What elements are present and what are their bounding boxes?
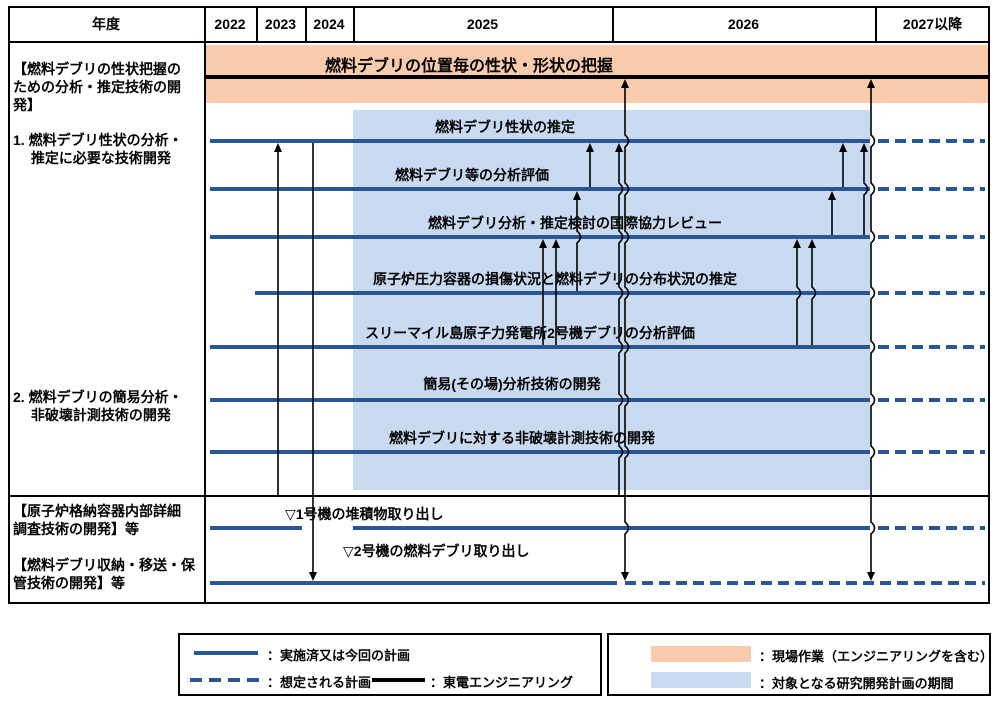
task-label-2: 燃料デブリ等の分析評価	[395, 167, 549, 183]
left-column-line	[204, 6, 206, 604]
year-header-cell: 2026	[727, 15, 760, 32]
legend-label-implemented: ：実施済又は今回の計画	[267, 648, 411, 663]
year-header-cell: 2025	[466, 15, 499, 32]
legend-label-onsite-work: ：現場作業（エンジニアリングを含む）	[759, 649, 994, 664]
header-column-line-0	[256, 6, 258, 41]
header-column-line-2	[353, 6, 355, 41]
year-header-cell: 2024	[313, 15, 345, 32]
year-header-cell: 年度	[92, 15, 120, 32]
task-label-1: 燃料デブリ性状の推定	[435, 119, 575, 135]
arrowhead	[621, 572, 629, 581]
task-bar-dashed	[878, 139, 985, 143]
left-category-block-1: 【燃料デブリの性状把握の ための分析・推定技術の開 発】	[13, 61, 181, 113]
task-bar-solid	[255, 291, 870, 295]
left-category-block-5: 【燃料デブリ収納・移送・保 管技術の開発】等	[13, 557, 195, 591]
task-bar-dashed	[878, 291, 985, 295]
header-column-line-3	[612, 6, 614, 41]
arrowhead	[867, 572, 875, 581]
legend-label-rnd-period: ：対象となる研究開発計画の期間	[759, 676, 954, 691]
onsite-work-band	[204, 45, 988, 103]
legend-label-tepco: ：東電エンジニアリング	[430, 675, 574, 690]
blue-area-swatch	[651, 672, 751, 688]
task-bar-dashed	[878, 398, 985, 402]
legend-label-planned: ：想定される計画	[267, 675, 372, 690]
table-border-right	[988, 6, 990, 604]
task-label-6: 簡易(その場)分析技術の開発	[423, 376, 601, 392]
task-bar-dashed	[878, 345, 985, 349]
solid-line-swatch	[194, 651, 258, 655]
dashed-line-swatch	[190, 678, 260, 682]
section-divider-line	[8, 495, 990, 497]
band-title: 燃料デブリの位置毎の性状・形状の把握	[324, 58, 613, 75]
task-bar-solid	[210, 139, 870, 143]
left-category-block-2: 1. 燃料デブリ性状の分析・ 推定に必要な技術開発	[13, 132, 183, 166]
task-label-4: 原子炉圧力容器の損傷状況と燃料デブリの分布状況の推定	[373, 271, 737, 287]
task-bar-solid	[210, 450, 870, 454]
task-bar-dashed	[878, 526, 985, 530]
milestone-label-1: ▽1号機の堆積物取り出し	[285, 506, 444, 522]
header-column-line-4	[875, 6, 877, 41]
arrowhead	[309, 572, 317, 581]
header-column-line-1	[305, 6, 307, 41]
table-border-top	[8, 6, 990, 8]
task-bar-solid	[210, 581, 617, 585]
milestone-label-2: ▽2号機の燃料デブリ取り出し	[343, 543, 530, 559]
task-bar-dashed	[878, 235, 985, 239]
thick-black-line-swatch	[372, 678, 425, 682]
task-bar-solid	[353, 526, 870, 530]
task-bar-solid	[210, 398, 870, 402]
task-label-3: 燃料デブリ分析・推定検討の国際協力レビュー	[428, 215, 722, 231]
task-label-5: スリーマイル島原子力発電所2号機デブリの分析評価	[365, 325, 695, 341]
task-label-7: 燃料デブリに対する非破壊計測技術の開発	[389, 430, 655, 446]
left-category-block-3: 2. 燃料デブリの簡易分析・ 非破壊計測技術の開発	[13, 389, 183, 423]
year-header-cell: 2027以降	[902, 15, 963, 32]
task-bar-dashed	[878, 450, 985, 454]
legend-lines-box: ：実施済又は今回の計画 ：想定される計画 ：東電エンジニアリング	[178, 633, 602, 696]
task-bar-dashed	[878, 187, 985, 191]
rnd-period-region	[353, 110, 870, 490]
header-bottom-line	[8, 41, 990, 43]
year-header-cell: 2022	[214, 15, 246, 32]
orange-area-swatch	[651, 646, 751, 662]
task-bar-solid	[210, 526, 302, 530]
task-bar-solid	[210, 345, 870, 349]
task-bar-solid	[210, 187, 870, 191]
task-bar-solid	[210, 235, 870, 239]
table-border-left	[8, 6, 10, 604]
tepco-engineering-line	[204, 75, 988, 79]
legend-areas-box: ：現場作業（エンジニアリングを含む） ：対象となる研究開発計画の期間	[607, 633, 994, 696]
task-bar-dashed	[625, 581, 985, 585]
connector-arrow	[870, 87, 876, 573]
arrowhead	[274, 143, 282, 152]
year-header-cell: 2023	[264, 15, 297, 32]
left-category-block-4: 【原子炉格納容器内部詳細 調査技術の開発】等	[13, 503, 181, 537]
table-border-bottom	[8, 602, 990, 604]
